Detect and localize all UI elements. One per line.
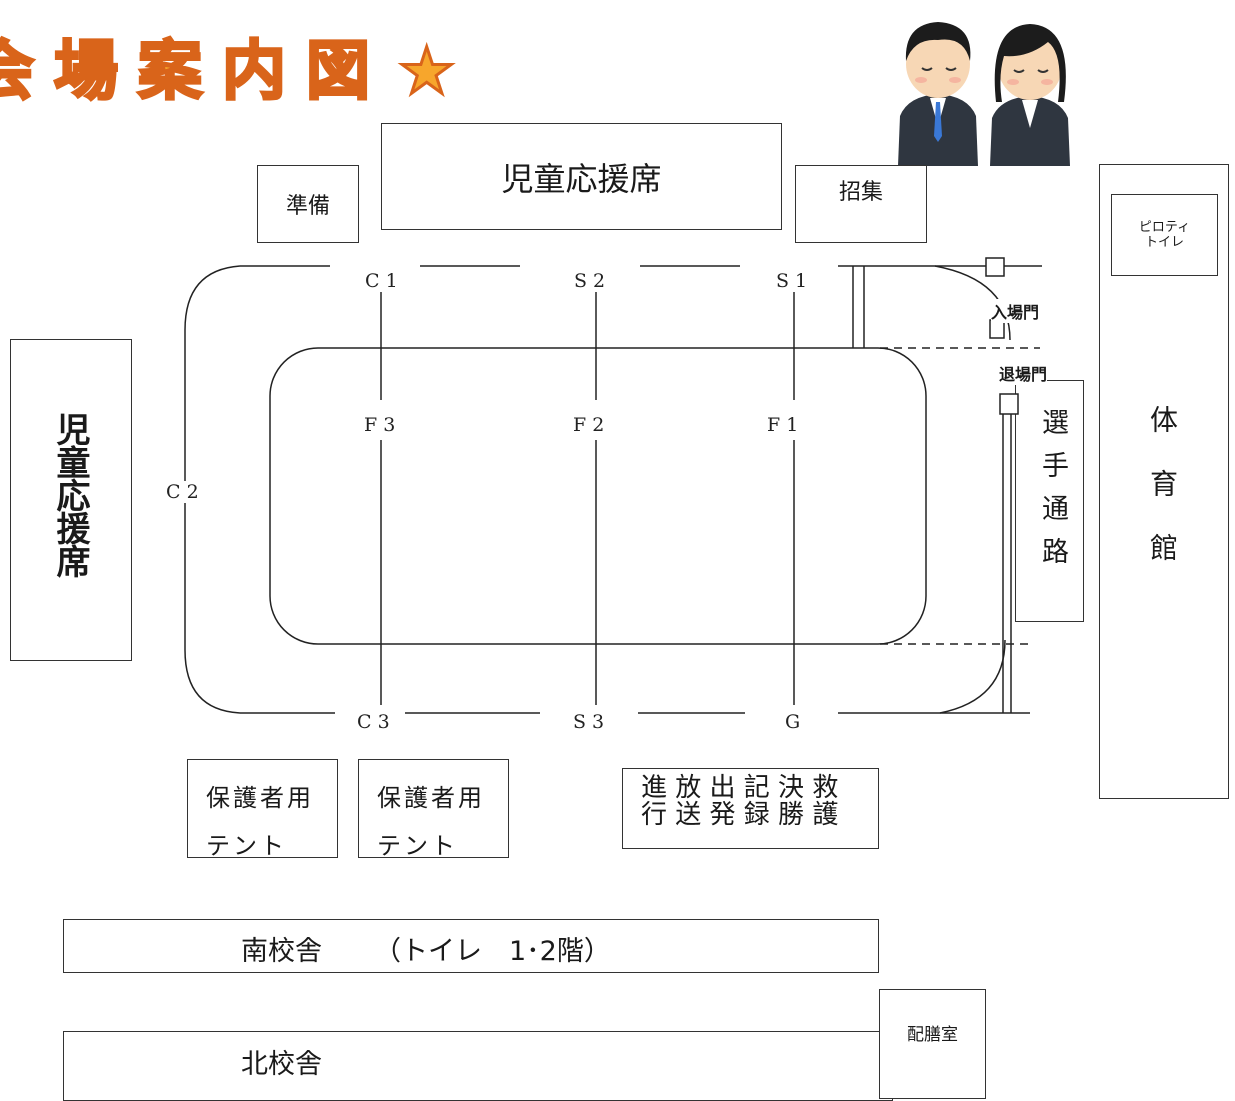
track-label-f1: F 1	[767, 414, 799, 436]
serving-room: 配膳室	[879, 989, 986, 1099]
prep-area: 準備	[257, 165, 359, 243]
track-label-s1: S 1	[776, 270, 808, 292]
south-building-toilet-note: （トイレ 1･2階）	[374, 936, 611, 967]
recruit-area: 招集	[795, 165, 927, 243]
bowing-people-illustration	[898, 22, 1070, 166]
athlete-path	[1015, 380, 1084, 622]
entrance-gate-label: 入場門	[991, 299, 1040, 323]
exit-gate-label: 退場門	[999, 361, 1048, 385]
north-building: 北校舎	[63, 1031, 893, 1101]
track-label-s3: S 3	[573, 711, 605, 733]
track-label-c2: C 2	[166, 481, 199, 503]
guardian-tent-1: 保護者用 テント	[187, 759, 338, 860]
headquarters-tent: 進 放 出 記 決 救 行 送 発 録 勝 護	[622, 768, 879, 849]
spectator-seats-top: 児童応援席	[381, 123, 782, 230]
track-label-f2: F 2	[573, 414, 605, 436]
track-label-f3: F 3	[364, 414, 396, 436]
south-building: 南校舎（トイレ 1･2階）	[63, 919, 879, 973]
track-label-c3: C 3	[357, 711, 390, 733]
page-title: 会場案内図★	[0, 34, 476, 111]
spectator-left-label: 児童応援席	[50, 412, 90, 577]
athlete-path-label: 選手通路	[1037, 408, 1068, 580]
spectator-seats-left	[10, 339, 132, 661]
track-label-s2: S 2	[574, 270, 606, 292]
track-label-c1: C 1	[365, 270, 398, 292]
gym-label: 体育館	[1146, 405, 1179, 597]
track-label-g: G	[785, 711, 801, 733]
star-icon: ★	[396, 34, 476, 111]
guardian-tent-2: 保護者用 テント	[358, 759, 509, 860]
pilotis-toilet: ピロティ トイレ	[1111, 194, 1218, 276]
